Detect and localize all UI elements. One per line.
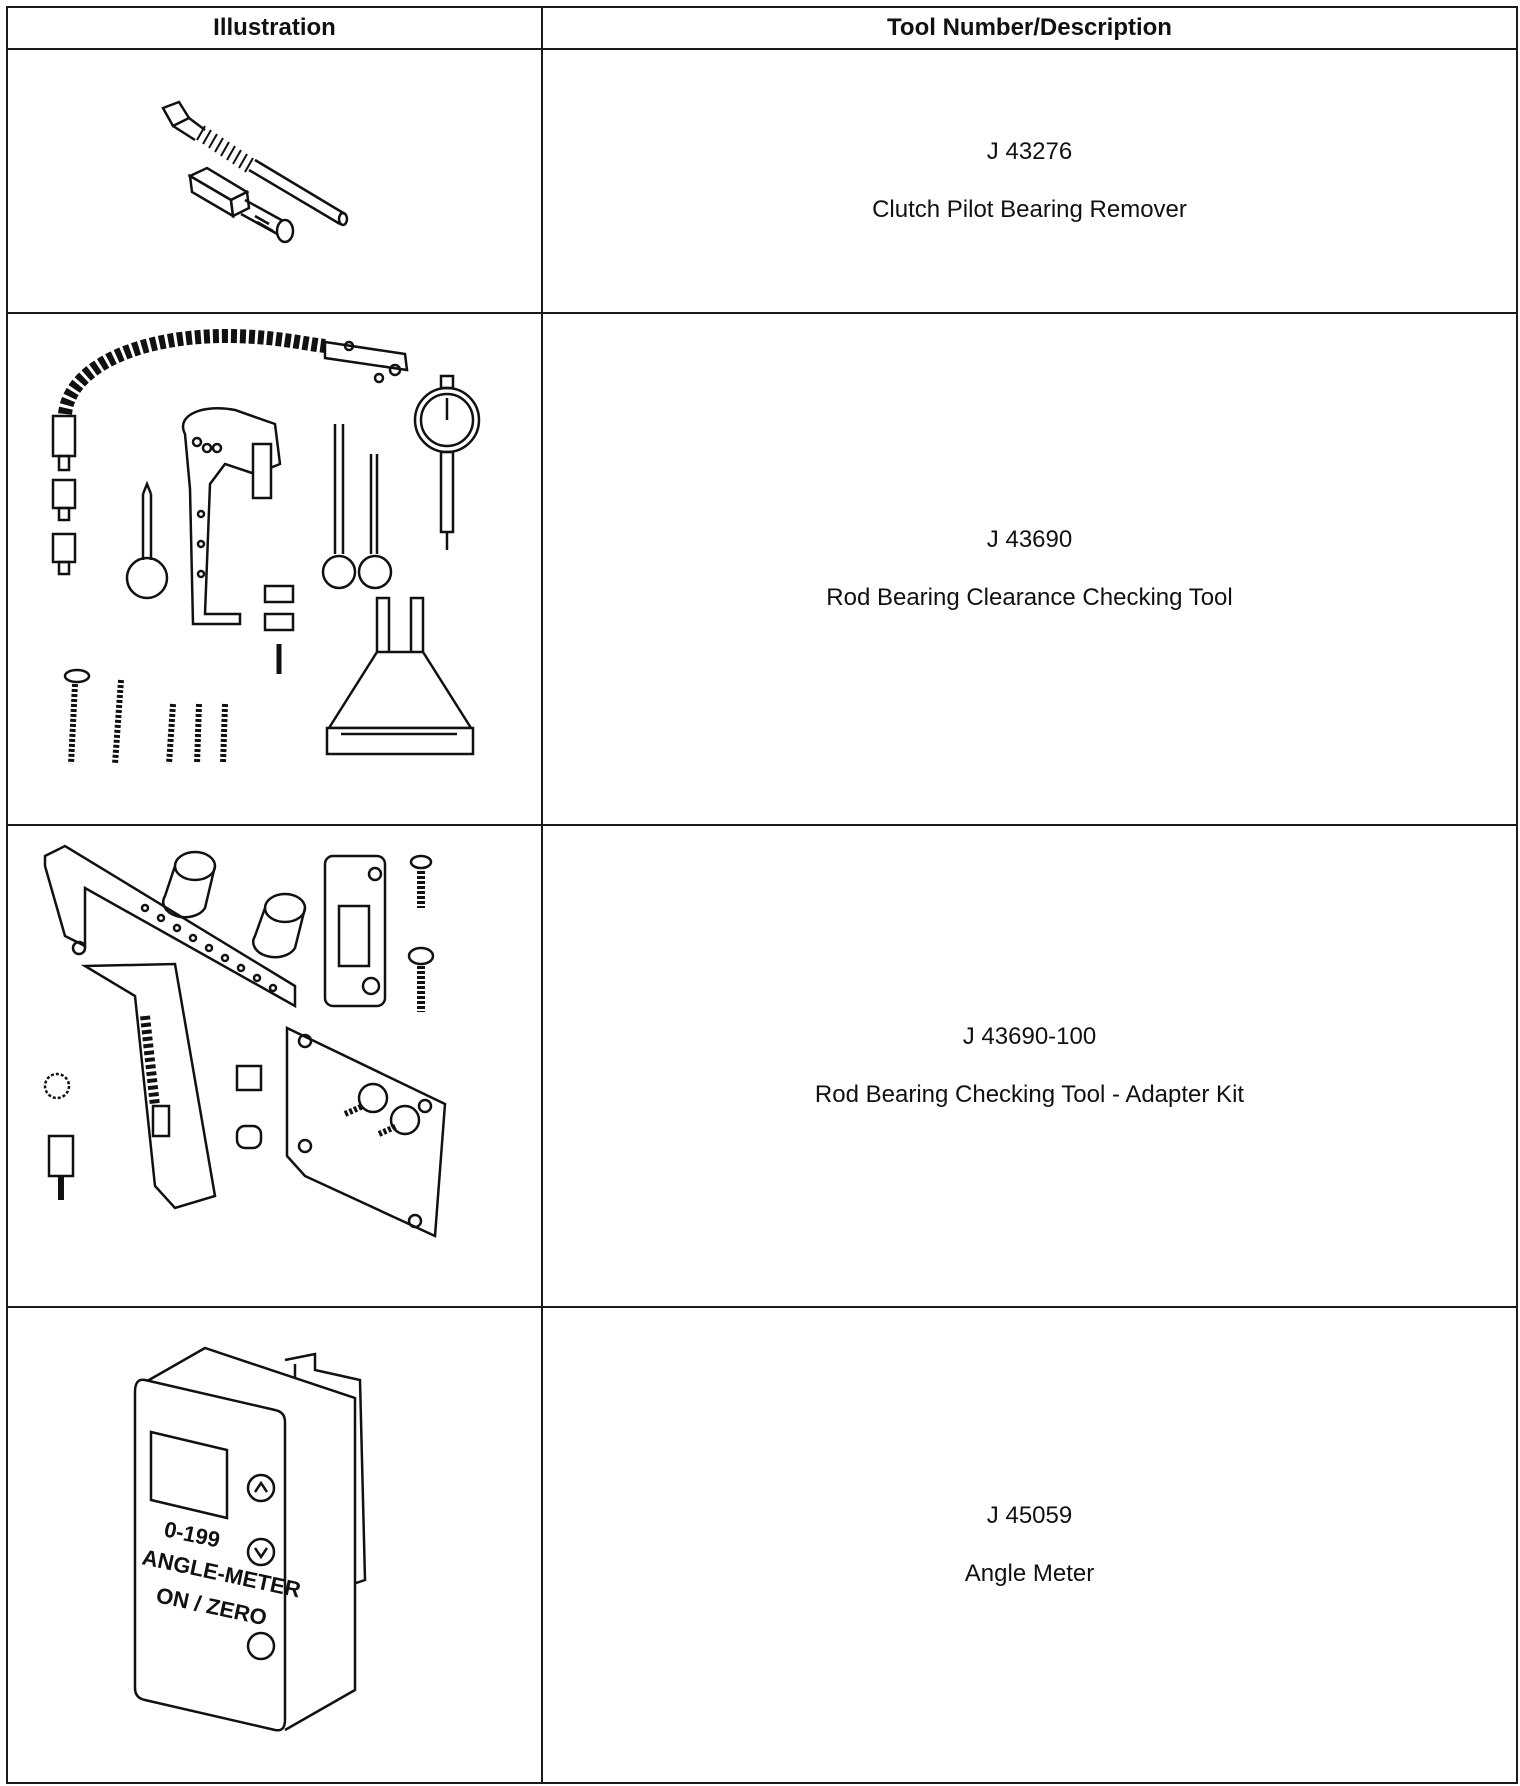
tool-number: J 43276 <box>986 138 1073 165</box>
tool-description: Rod Bearing Checking Tool - Adapter Kit <box>814 1081 1245 1108</box>
header-illustration: Illustration <box>6 6 543 50</box>
pilot-bearing-remover-illustration <box>145 96 405 266</box>
tool-number: J 45059 <box>986 1502 1073 1529</box>
tool-description: Clutch Pilot Bearing Remover <box>872 196 1187 223</box>
tool-number: J 43690-100 <box>962 1023 1097 1050</box>
table-row: J 43690-100 Rod Bearing Checking Tool - … <box>6 824 1518 1308</box>
table-row: J 43690 Rod Bearing Clearance Checking T… <box>6 312 1518 826</box>
tool-number: J 43690 <box>986 526 1073 553</box>
adapter-kit-illustration <box>25 836 525 1296</box>
table-row: J 43276 Clutch Pilot Bearing Remover <box>6 48 1518 314</box>
illustration-cell: 0-199 ANGLE-METER ON / ZERO <box>6 1306 543 1784</box>
tool-description: Rod Bearing Clearance Checking Tool <box>826 584 1233 611</box>
table-row: 0-199 ANGLE-METER ON / ZERO J 45059 Angl… <box>6 1306 1518 1784</box>
illustration-cell <box>6 48 543 314</box>
tool-description-cell: J 43276 Clutch Pilot Bearing Remover <box>541 48 1518 314</box>
angle-meter-illustration: 0-199 ANGLE-METER ON / ZERO <box>125 1340 425 1750</box>
tool-table-container: Illustration Tool Number/Description <box>6 6 1518 1784</box>
rod-bearing-checking-tool-illustration <box>25 324 525 814</box>
header-tool-number-description: Tool Number/Description <box>541 6 1518 50</box>
special-tools-table: Illustration Tool Number/Description <box>6 6 1518 1784</box>
tool-description-cell: J 43690-100 Rod Bearing Checking Tool - … <box>541 824 1518 1308</box>
tool-description-cell: J 43690 Rod Bearing Clearance Checking T… <box>541 312 1518 826</box>
table-header-row: Illustration Tool Number/Description <box>6 6 1518 50</box>
tool-description-cell: J 45059 Angle Meter <box>541 1306 1518 1784</box>
illustration-cell <box>6 312 543 826</box>
illustration-cell <box>6 824 543 1308</box>
tool-description: Angle Meter <box>964 1560 1095 1587</box>
